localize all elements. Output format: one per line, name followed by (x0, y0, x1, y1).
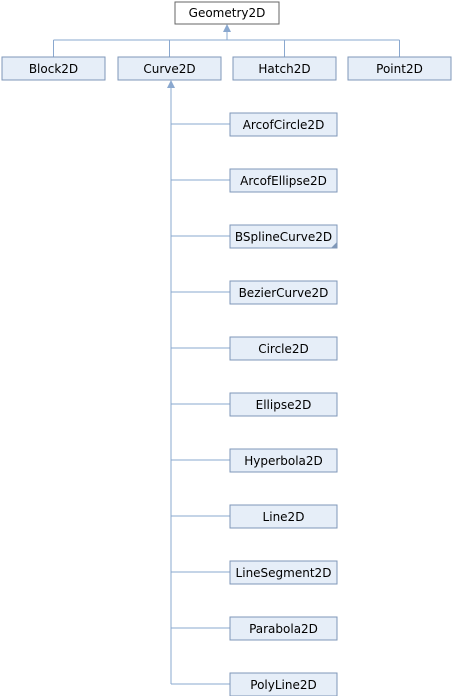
node-line2d[interactable]: Line2D (229, 504, 338, 529)
node-parabola2d-label: Parabola2D (249, 622, 318, 636)
node-bsplinecurve2d-label: BSplineCurve2D (235, 230, 332, 244)
node-hatch2d-label: Hatch2D (258, 62, 310, 76)
node-circle2d-label: Circle2D (258, 342, 309, 356)
node-linesegment2d[interactable]: LineSegment2D (229, 560, 338, 585)
inheritance-edges (53, 24, 400, 685)
node-arcofellipse2d[interactable]: ArcofEllipse2D (229, 168, 338, 193)
node-ellipse2d-label: Ellipse2D (256, 398, 312, 412)
arrowhead-curve2d-icon (167, 80, 175, 88)
node-hyperbola2d-label: Hyperbola2D (244, 454, 323, 468)
node-point2d[interactable]: Point2D (347, 56, 452, 81)
node-block2d[interactable]: Block2D (1, 56, 106, 81)
node-curve2d-label: Curve2D (143, 62, 195, 76)
node-bsplinecurve2d[interactable]: BSplineCurve2D (229, 224, 338, 249)
node-curve2d[interactable]: Curve2D (117, 56, 222, 81)
node-geometry2d[interactable]: Geometry2D (174, 1, 280, 25)
node-point2d-label: Point2D (376, 62, 423, 76)
node-circle2d[interactable]: Circle2D (229, 336, 338, 361)
node-polyline2d[interactable]: PolyLine2D (229, 672, 338, 696)
node-hatch2d[interactable]: Hatch2D (232, 56, 337, 81)
node-parabola2d[interactable]: Parabola2D (229, 616, 338, 641)
node-beziercurve2d-label: BezierCurve2D (239, 286, 329, 300)
has-subclasses-marker-icon (331, 242, 337, 248)
node-beziercurve2d[interactable]: BezierCurve2D (229, 280, 338, 305)
node-polyline2d-label: PolyLine2D (250, 678, 316, 692)
node-block2d-label: Block2D (29, 62, 78, 76)
node-arcofcircle2d-label: ArcofCircle2D (243, 118, 325, 132)
node-arcofcircle2d[interactable]: ArcofCircle2D (229, 112, 338, 137)
node-linesegment2d-label: LineSegment2D (236, 566, 332, 580)
node-line2d-label: Line2D (263, 510, 305, 524)
node-arcofellipse2d-label: ArcofEllipse2D (240, 174, 327, 188)
node-ellipse2d[interactable]: Ellipse2D (229, 392, 338, 417)
node-hyperbola2d[interactable]: Hyperbola2D (229, 448, 338, 473)
arrowhead-root-icon (223, 24, 231, 32)
node-geometry2d-label: Geometry2D (189, 6, 266, 20)
